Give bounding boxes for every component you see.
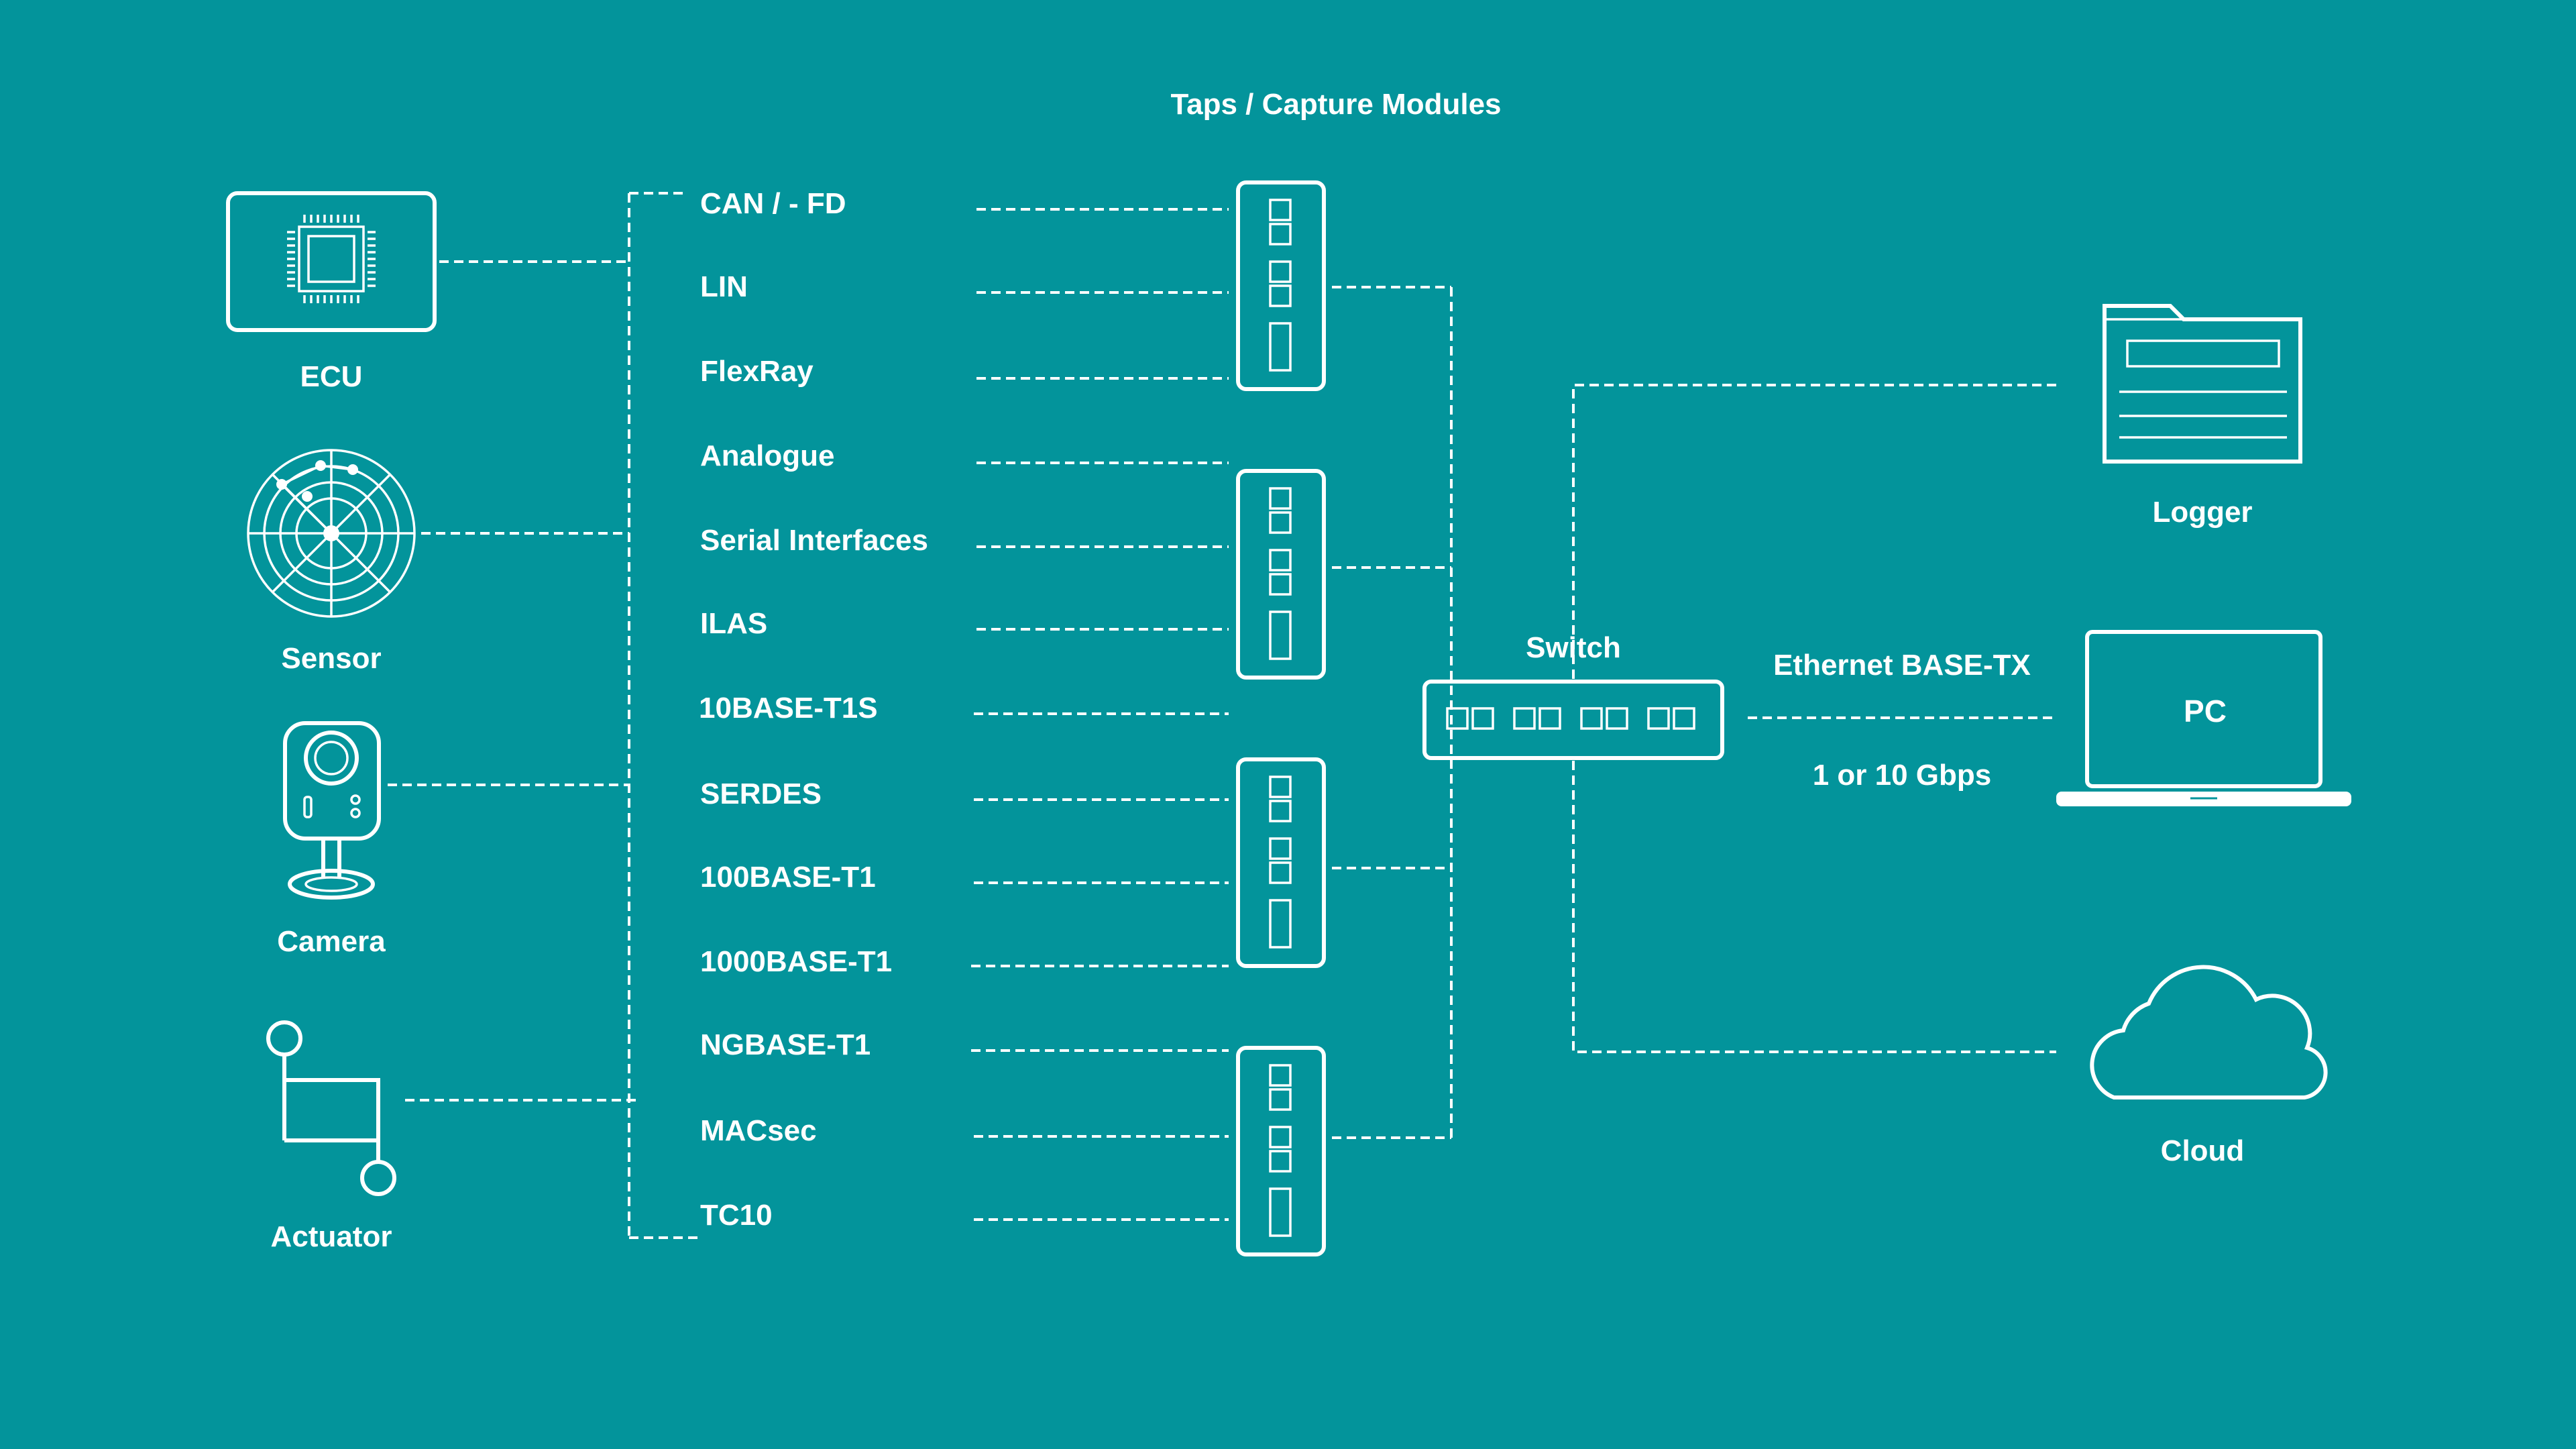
sensor-label: Sensor (281, 642, 381, 675)
protocol-label: 10BASE-T1S (699, 692, 878, 724)
protocol-label: Serial Interfaces (700, 524, 928, 557)
protocol-label: NGBASE-T1 (700, 1028, 871, 1061)
protocol-label: TC10 (700, 1199, 773, 1232)
protocol-label: SERDES (700, 777, 822, 810)
switch-endpoint-connectors (1572, 384, 2056, 1053)
tap-module (1236, 469, 1326, 680)
camera-label: Camera (277, 925, 386, 958)
device-bus-connectors (388, 192, 702, 1239)
logger-label: Logger (2152, 496, 2252, 529)
chip-icon (226, 191, 437, 332)
radar-icon (247, 449, 416, 618)
ecu-device: ECU (226, 191, 437, 393)
protocol-list: CAN / - FD LIN FlexRay Analogue Serial I… (699, 187, 928, 1232)
cloud-label: Cloud (2161, 1134, 2245, 1167)
tap-module-icon (1236, 469, 1326, 680)
sensor-device: Sensor (247, 449, 416, 675)
tap-module (1236, 1046, 1326, 1256)
pc-label: PC (2184, 694, 2227, 729)
tap-module-icon (1236, 1046, 1326, 1256)
camera-device: Camera (277, 721, 386, 958)
protocol-label: LIN (700, 270, 748, 303)
actuator-device: Actuator (266, 1020, 396, 1253)
logger-endpoint: Logger (2103, 304, 2302, 529)
protocol-label: Analogue (700, 439, 834, 472)
network-switch: Switch (1422, 631, 1724, 760)
switch-icon (1422, 680, 1724, 760)
tap-module (1236, 180, 1326, 391)
link-type-label: Ethernet BASE-TX (1773, 649, 2031, 682)
flag-icon (266, 1020, 396, 1196)
protocol-label: FlexRay (700, 355, 814, 388)
cloud-endpoint: Cloud (2090, 965, 2328, 1167)
tap-module-icon (1236, 180, 1326, 391)
actuator-label: Actuator (271, 1220, 392, 1253)
cloud-icon (2090, 965, 2328, 1099)
protocol-label: 100BASE-T1 (700, 861, 876, 894)
camera-icon (283, 721, 381, 900)
ecu-label: ECU (300, 360, 363, 393)
pc-endpoint: PC (2056, 630, 2351, 806)
laptop-icon (2056, 630, 2351, 806)
protocol-tap-connectors (971, 208, 1229, 1221)
link-speed-label: 1 or 10 Gbps (1813, 759, 1992, 792)
tap-module-icon (1236, 757, 1326, 968)
protocol-label: 1000BASE-T1 (700, 945, 892, 978)
tap-switch-connectors (1332, 286, 1453, 1139)
tap-module (1236, 757, 1326, 968)
diagram-title: Taps / Capture Modules (1170, 88, 1501, 121)
protocol-label: CAN / - FD (700, 187, 846, 220)
protocol-label: MACsec (700, 1114, 817, 1147)
protocol-label: ILAS (700, 607, 767, 640)
folder-icon (2103, 304, 2302, 464)
